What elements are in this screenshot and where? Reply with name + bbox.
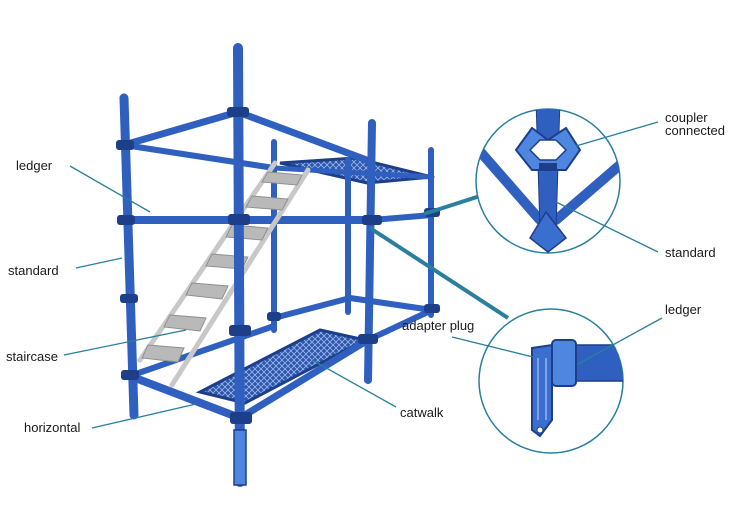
standard-front-center [233,43,245,487]
top-ledger-back [121,142,277,171]
label-coupler-line1: coupler [665,110,708,125]
callout-connector-top [423,194,481,216]
callout-coupler-detail [475,108,621,254]
leader-adapter-plug [451,336,534,358]
ledger-low-back [271,295,353,321]
callout-adapter-detail [478,308,624,454]
horizontal-bar-front [236,336,372,422]
leader-coupler [575,121,659,147]
label-coupler-line2: connected [665,123,725,138]
top-ledger-left [120,108,242,149]
label-horizontal: horizontal [24,420,80,435]
label-staircase: staircase [6,349,58,364]
label-ledger-right: ledger [665,302,702,317]
leader-horizontal [91,403,197,429]
leader-ledger-right [577,317,663,365]
base-jack [233,429,247,486]
callout-connector-bottom [368,226,510,320]
scaffold-illustration [116,43,440,487]
label-ledger-left: ledger [16,158,53,173]
leader-ledger-left [69,165,151,213]
ledger-low-side [347,295,435,313]
horizontal-bar [126,372,244,422]
leader-staircase [63,329,187,356]
label-adapter-plug: adapter plug [402,318,474,333]
top-ledger-right [234,108,376,166]
label-standard-right: standard [665,245,716,260]
leader-catwalk [311,359,397,408]
label-standard-left: standard [8,263,59,278]
ledger-low-right [365,307,435,343]
leader-standard-left [75,257,123,269]
standard-front-left [119,93,139,420]
leader-standard-right [555,201,659,253]
label-catwalk: catwalk [400,405,444,420]
top-ledger-far [271,165,435,180]
